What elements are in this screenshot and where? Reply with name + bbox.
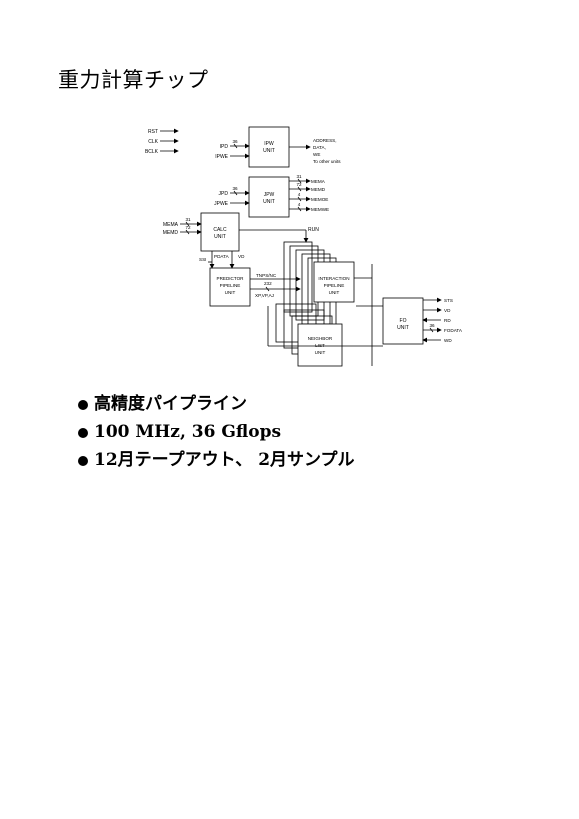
ipwe-label: IPWE [215,154,228,160]
fo-out-vd: VD [444,308,451,313]
jpw-label: JPW [264,192,275,198]
jpw-out-memd: MEMD [311,187,326,192]
ipd-label: IPD [220,144,229,150]
calc-in-mema-width: 31 [185,217,191,222]
ipw-out-other: To other units [313,159,341,164]
ipw-out-address: ADDRESS, [313,138,337,143]
jpw-out-memoe: MEMOE [311,197,328,202]
list-item: 高精度パイプライン [78,390,355,418]
list-item: 12月テープアウト、 2月サンプル [78,446,355,474]
run-label: RUN [308,227,319,233]
list-item-text: 100 MHz, 36 Gflops [94,422,282,442]
jpw-out-memwe-width: 4 [298,202,301,207]
predictor-label: PREDICTOR [217,276,245,281]
xpvp-label: XP,VP,AJ [255,293,274,298]
jpw-out-memwe: MEMWE [311,207,329,212]
ipw-out-data: DATA, [313,145,326,150]
bclk-label: BCLK [145,149,159,155]
list-item-text: 12月テープアウト、 2月サンプル [94,450,355,470]
fo-out-fodata-width: 36 [429,323,435,328]
calc-label: CALC [213,227,227,233]
ipw-out-we: WE [313,152,320,157]
neighbor-label-2: LIST [315,343,325,348]
fo-label-unit: UNIT [397,325,409,331]
ipw-label-unit: UNIT [263,148,275,154]
pdata-label: PDATA [214,254,230,259]
neighbor-label: NEIGHBOR [308,336,333,341]
neighbor-label-3: UNIT [315,350,326,355]
interaction-label: INTERACTION [318,276,349,281]
neighbor-unit-box [297,323,343,367]
list-item: 100 MHz, 36 Gflops [78,418,355,446]
clk-label: CLK [148,139,158,145]
jpw-unit-box [248,176,290,218]
bullet-icon [78,456,88,466]
calc-label-unit: UNIT [214,234,226,240]
bus-width-label: 232 [264,281,272,286]
jpw-out-mema: MEMA [311,179,326,184]
bullet-icon [78,428,88,438]
fo-out-fodata: FODATA [444,328,463,333]
fo-label: FO [400,318,407,324]
jpw-label-unit: UNIT [263,199,275,205]
predictor-label-2: PIPELINE [220,283,241,288]
jpwe-label: JPWE [214,201,229,207]
ssi-label: SSI [199,257,206,262]
predictor-label-3: UNIT [225,290,236,295]
calc-in-mema: MEMA [163,222,179,228]
feature-list: 高精度パイプライン 100 MHz, 36 Gflops 12月テープアウト、 … [78,390,355,474]
jpw-out-mema-width: 31 [296,174,302,179]
vd-label: VD [238,254,245,259]
interaction-label-2: PIPELINE [324,283,345,288]
bullet-icon [78,400,88,410]
jpd-label: JPD [219,191,229,197]
interaction-unit-box [313,261,355,303]
jpw-out-memd-width: 72 [296,182,302,187]
ipw-unit-box [248,126,290,168]
ipw-label: IPW [264,141,274,147]
rst-label: RST [148,129,158,135]
fo-out-sts: STS [444,298,453,303]
fo-out-rd: RD [444,318,451,323]
list-item-text: 高精度パイプライン [94,394,247,414]
page-title: 重力計算チップ [58,68,209,92]
interaction-label-3: UNIT [329,290,340,295]
fo-out-wd: WD [444,338,452,343]
jpd-width: 36 [232,186,238,191]
tnps-label: TNPS/NC [256,273,277,278]
calc-in-memd: MEMD [163,230,179,236]
ipd-width: 36 [232,139,238,144]
calc-in-memd-width: 72 [185,225,191,230]
jpw-out-memoe-width: 4 [298,192,301,197]
predictor-unit-box [209,267,251,307]
